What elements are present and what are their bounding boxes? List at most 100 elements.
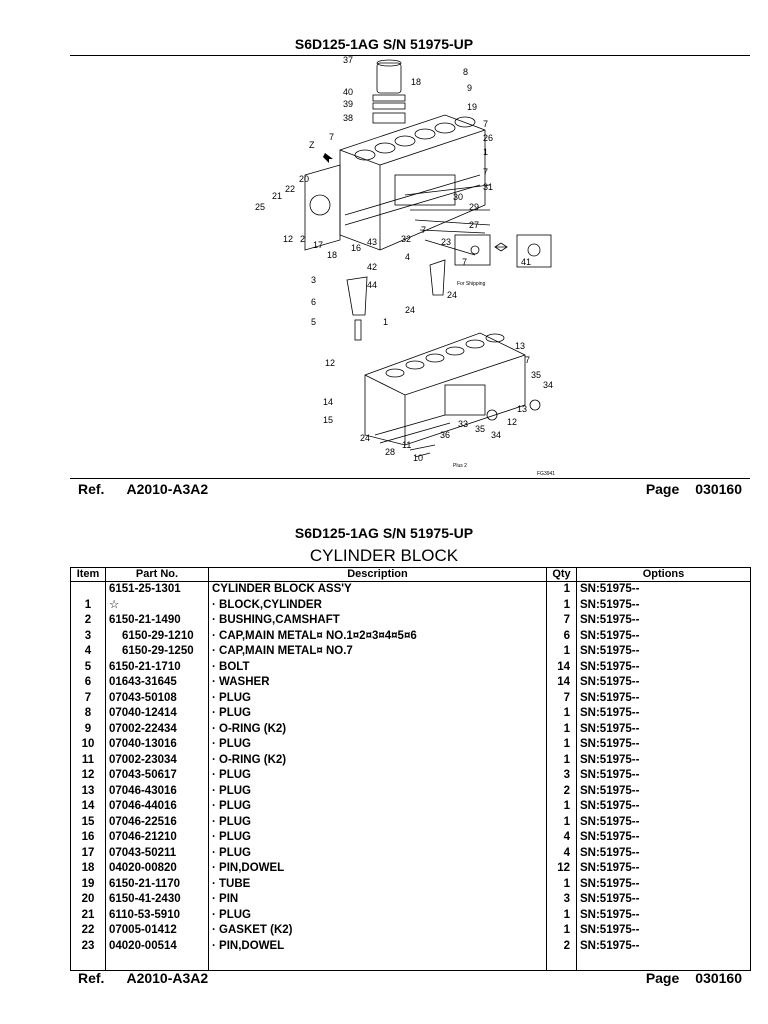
item-cell: 22: [70, 923, 106, 939]
qty-cell: 1: [546, 581, 577, 598]
svg-text:40: 40: [343, 87, 353, 97]
svg-text:33: 33: [458, 419, 468, 429]
svg-text:18: 18: [411, 77, 421, 87]
svg-text:5: 5: [311, 317, 316, 327]
description-cell: · PLUG: [208, 783, 547, 799]
item-cell: 20: [70, 892, 106, 908]
qty-cell: 7: [546, 690, 577, 706]
svg-text:35: 35: [531, 370, 541, 380]
description-cell: · PLUG: [208, 830, 547, 846]
svg-text:16: 16: [351, 243, 361, 253]
part-no-cell: 07043-50108: [105, 690, 209, 706]
qty-cell: 7: [546, 613, 577, 629]
qty-cell: 1: [546, 597, 577, 613]
qty-cell: 1: [546, 814, 577, 830]
svg-text:38: 38: [343, 113, 353, 123]
header-item: Item: [70, 567, 106, 582]
svg-text:13: 13: [515, 341, 525, 351]
svg-text:11: 11: [402, 440, 411, 450]
options-cell: SN:51975--: [576, 706, 751, 722]
options-cell: SN:51975--: [576, 799, 751, 815]
part-no-cell: 07046-43016: [105, 783, 209, 799]
description-cell: · PLUG: [208, 845, 547, 861]
options-cell: SN:51975--: [576, 768, 751, 784]
options-cell: SN:51975--: [576, 659, 751, 675]
svg-text:21: 21: [272, 191, 282, 201]
options-cell: SN:51975--: [576, 845, 751, 861]
description-cell: · PLUG: [208, 907, 547, 923]
part-no-cell: ☆: [105, 597, 209, 613]
header-options: Options: [576, 567, 751, 582]
svg-text:30: 30: [453, 192, 463, 202]
options-cell: SN:51975--: [576, 876, 751, 892]
figure-code: FG3941: [537, 471, 555, 477]
description-cell: · PIN,DOWEL: [208, 861, 547, 877]
qty-cell: 6: [546, 628, 577, 644]
exploded-diagram: 37 40 39 38 18 8 9 19 7 26 1 7 31 30 29 …: [255, 55, 555, 477]
svg-text:19: 19: [467, 102, 477, 112]
options-cell: SN:51975--: [576, 783, 751, 799]
svg-text:2: 2: [300, 234, 305, 244]
blank-cell: [208, 954, 547, 971]
svg-text:15: 15: [323, 415, 333, 425]
svg-text:42: 42: [367, 262, 377, 272]
description-cell: · BUSHING,CAMSHAFT: [208, 613, 547, 629]
blank-cell: [105, 954, 209, 971]
section-model: S6D125-1AG S/N 51975-UP: [294, 525, 474, 541]
diagram-bottom-rule: [70, 478, 750, 479]
part-no-cell: 04020-00820: [105, 861, 209, 877]
item-cell: 16: [70, 830, 106, 846]
qty-cell: 4: [546, 845, 577, 861]
svg-text:37: 37: [343, 55, 353, 65]
svg-text:32: 32: [401, 234, 411, 244]
description-cell: · PLUG: [208, 814, 547, 830]
part-no-cell: 6150-41-2430: [105, 892, 209, 908]
part-no-cell: 07002-22434: [105, 721, 209, 737]
blank-cell: [70, 954, 106, 971]
options-cell: SN:51975--: [576, 814, 751, 830]
options-cell: SN:51975--: [576, 628, 751, 644]
item-cell: 1: [70, 597, 106, 613]
item-cell: 10: [70, 737, 106, 753]
qty-cell: 2: [546, 783, 577, 799]
svg-text:43: 43: [367, 237, 377, 247]
description-cell: · BLOCK,CYLINDER: [208, 597, 547, 613]
svg-text:39: 39: [343, 99, 353, 109]
part-no-cell: 07040-13016: [105, 737, 209, 753]
options-cell: SN:51975--: [576, 690, 751, 706]
svg-text:34: 34: [491, 430, 501, 440]
qty-cell: 14: [546, 659, 577, 675]
description-cell: · PLUG: [208, 690, 547, 706]
svg-text:22: 22: [285, 184, 295, 194]
item-cell: 11: [70, 752, 106, 768]
parts-table: Item Part No. Description Qty Options 61…: [70, 567, 751, 971]
qty-cell: 1: [546, 706, 577, 722]
svg-text:12: 12: [507, 417, 517, 427]
description-cell: · PLUG: [208, 706, 547, 722]
description-cell: · O-RING (K2): [208, 752, 547, 768]
svg-text:26: 26: [483, 133, 493, 143]
svg-text:10: 10: [413, 453, 423, 463]
svg-text:4: 4: [405, 252, 410, 262]
item-cell: 12: [70, 768, 106, 784]
page-label: Page: [645, 481, 680, 497]
svg-text:24: 24: [360, 433, 370, 443]
svg-text:7: 7: [462, 257, 467, 267]
svg-text:20: 20: [299, 174, 309, 184]
item-cell: 19: [70, 876, 106, 892]
svg-text:12: 12: [325, 358, 335, 368]
svg-text:24: 24: [447, 290, 457, 300]
description-cell: CYLINDER BLOCK ASS'Y: [208, 581, 547, 598]
description-cell: · WASHER: [208, 675, 547, 691]
svg-text:25: 25: [255, 202, 265, 212]
